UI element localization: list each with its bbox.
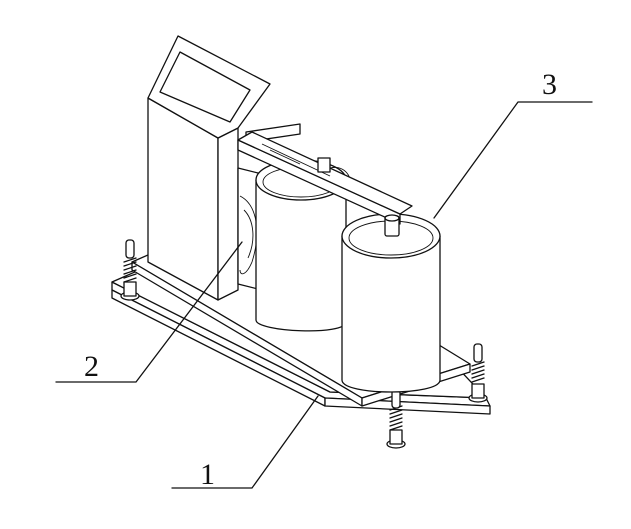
callout-2: 2 <box>55 241 243 383</box>
control-column <box>147 35 271 301</box>
top-arm <box>237 123 413 237</box>
spring-foot-front-left <box>120 239 140 301</box>
spring-foot-front-right <box>386 389 406 449</box>
callout-3: 3 <box>433 68 593 219</box>
callout-1: 1 <box>171 395 319 491</box>
callout-label-2: 2 <box>84 350 99 383</box>
spring-foot-back-right <box>468 343 488 403</box>
front-cylinder <box>341 213 441 393</box>
callout-label-1: 1 <box>200 458 215 491</box>
callout-label-3: 3 <box>542 68 557 101</box>
